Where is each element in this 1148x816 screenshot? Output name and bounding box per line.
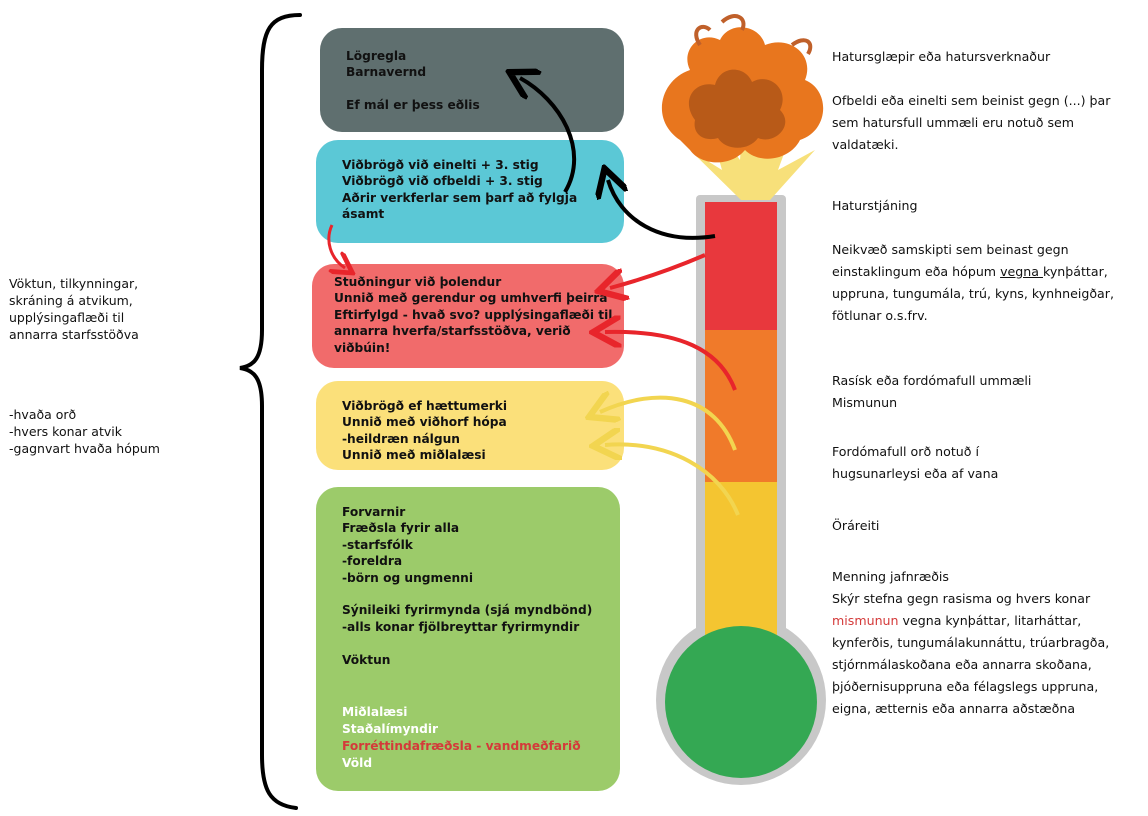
culture-after: vegna kynþáttar, litarháttar, — [898, 613, 1082, 628]
text-prejudiced-words-line-0: Fordómafull orð notuð í — [832, 444, 979, 459]
box-green-line-10 — [342, 668, 620, 684]
expr-line-2: Neikvæð samskipti sem beinast gegn — [832, 242, 1069, 257]
tail-privilege: Forréttindafræðsla - vandmeðfarið — [342, 739, 581, 753]
culture-line-4: stjórnmálaskoðana eða annarra skoðana, — [832, 657, 1092, 672]
box-yellow-line-3: Unnið með miðlalæsi — [342, 448, 486, 463]
culture-line-2: mismunun vegna kynþáttar, litarháttar, — [832, 610, 1109, 632]
culture-line-3: kynferðis, tungumálakunnáttu, trúarbragð… — [832, 635, 1110, 650]
box-police-line-1: Barnavernd — [346, 65, 427, 80]
left-note-questions-line-0: -hvaða orð — [9, 407, 77, 422]
box-teal-line-1: Viðbrögð við ofbeldi + 3. stig — [342, 174, 543, 189]
box-police-line-2 — [346, 81, 624, 97]
box-green-line-9: Vöktun — [342, 652, 391, 667]
text-hate-crime-line-2: Ofbeldi eða einelti sem beinist gegn (..… — [832, 93, 1111, 108]
fire-explosion — [661, 14, 824, 200]
left-note-monitoring-line-1: skráning á atvikum, — [9, 293, 133, 308]
thermometer-bulb-outer — [656, 615, 826, 785]
box-green-line-8 — [342, 635, 620, 651]
tail-media-literacy: Miðlalæsi — [342, 705, 408, 719]
left-note-monitoring: Vöktun, tilkynningar, skráning á atvikum,… — [9, 275, 139, 343]
box-green-tail: Miðlalæsi Staðalímyndir Forréttindafræðs… — [342, 704, 581, 772]
expr-underlined: vegna — [1000, 264, 1043, 279]
culture-line-5: þjóðernisuppruna eða félagslegs uppruna, — [832, 679, 1099, 694]
box-red-line-0: Stuðningur við þolendur — [334, 275, 502, 289]
curly-brace — [239, 13, 302, 810]
text-culture-equality: Menning jafnræðis Skýr stefna gegn rasis… — [832, 566, 1109, 720]
expr-line-0: Haturstjáning — [832, 198, 918, 213]
left-note-questions-line-1: -hvers konar atvik — [9, 424, 122, 439]
box-green-line-7: -alls konar fjölbreyttar fyrirmyndir — [342, 619, 580, 634]
text-prejudiced-words: Fordómafull orð notuð í hugsunarleysi eða… — [832, 441, 998, 485]
left-note-monitoring-line-2: upplýsingaflæði til — [9, 310, 125, 325]
tail-stereotypes: Staðalímyndir — [342, 722, 439, 736]
culture-line-0: Menning jafnræðis — [832, 569, 949, 584]
left-note-questions-line-2: -gagnvart hvaða hópum — [9, 441, 160, 456]
text-hate-crime-line-1 — [832, 68, 1110, 90]
arrow-thermo-to-red-1 — [610, 253, 706, 288]
thermometer-bulb — [665, 626, 817, 778]
text-hate-crime-line-0: Hatursglæpir eða hatursverknaður — [832, 49, 1051, 64]
text-hate-expression: Haturstjáning Neikvæð samskipti sem bein… — [832, 195, 1114, 327]
text-microaggression-line-0: Öráreiti — [832, 518, 880, 533]
text-hate-crime-line-4: valdatæki. — [832, 137, 899, 152]
expr-pre: einstaklingum eða hópum — [832, 264, 1001, 279]
box-yellow-line-0: Viðbrögð ef hættumerki — [342, 399, 508, 413]
text-prejudiced-words-line-1: hugsunarleysi eða af vana — [832, 466, 999, 481]
box-green-line-4: -börn og ungmenni — [342, 570, 473, 585]
box-yellow-line-2: -heildræn nálgun — [342, 431, 460, 446]
expr-line-4: uppruna, tungumála, trú, kyns, kynhneigð… — [832, 286, 1114, 301]
box-police-line-3: Ef mál er þess eðlis — [346, 98, 480, 113]
culture-highlight: mismunun — [832, 613, 899, 628]
box-green-line-1: Fræðsla fyrir alla — [342, 521, 460, 536]
box-yellow-line-1: Unnið með viðhorf hópa — [342, 415, 507, 430]
thermometer-orange-segment — [705, 330, 777, 482]
expr-line-1 — [832, 217, 1114, 239]
box-teal-line-0: Viðbrögð við einelti + 3. stig — [342, 158, 539, 172]
culture-line-1: Skýr stefna gegn rasisma og hvers konar — [832, 591, 1091, 606]
box-green-line-6: Sýnileiki fyrirmynda (sjá myndbönd) — [342, 603, 593, 618]
box-teal-line-3: ásamt — [342, 207, 385, 222]
thermometer-yellow-segment — [705, 482, 777, 662]
arrow-thermo-to-red-2 — [605, 332, 737, 391]
culture-line-6: eigna, ætternis eða annarra aðstæðna — [832, 701, 1076, 716]
left-note-monitoring-line-0: Vöktun, tilkynningar, — [9, 276, 139, 291]
expr-post: kynþáttar, — [1042, 264, 1108, 279]
box-green-line-0: Forvarnir — [342, 505, 406, 519]
box-green-line-3: -foreldra — [342, 554, 403, 569]
left-note-monitoring-line-3: annarra starfsstöðva — [9, 327, 139, 342]
box-teal-line-2: Aðrir verkferlar sem þarf að fylgja — [342, 190, 578, 205]
box-green-line-2: -starfsfólk — [342, 537, 413, 552]
arrow-thermo-to-yellow-2 — [605, 444, 740, 516]
thermometer-tube — [696, 195, 786, 655]
text-microaggression: Öráreiti — [832, 515, 879, 537]
text-hate-crime-line-3: sem hatursfull ummæli eru notuð sem — [832, 115, 1075, 130]
thermometer-red-segment — [705, 202, 777, 330]
box-police-line-0: Lögregla — [346, 49, 407, 63]
box-red-line-4: viðbúin! — [334, 340, 391, 355]
expr-line-3: einstaklingum eða hópum vegna kynþáttar, — [832, 261, 1114, 283]
tail-power: Völd — [342, 756, 373, 770]
box-red-line-1: Unnið með gerendur og umhverfi þeirra — [334, 291, 608, 306]
left-note-questions: -hvaða orð -hvers konar atvik -gagnvart hv… — [9, 406, 160, 457]
text-racist-remarks-line-0: Rasísk eða fordómafull ummæli — [832, 373, 1032, 388]
arrow-thermo-to-teal — [608, 180, 716, 240]
box-red-line-3: annarra hverfa/starfsstöðva, verið — [334, 324, 571, 339]
expr-line-5: fötlunar o.s.frv. — [832, 308, 928, 323]
box-green-line-5 — [342, 586, 620, 602]
text-racist-remarks-line-1: Mismunun — [832, 395, 898, 410]
box-red-line-2: Eftirfylgd - hvað svo? upplýsingaflæði t… — [334, 307, 613, 322]
